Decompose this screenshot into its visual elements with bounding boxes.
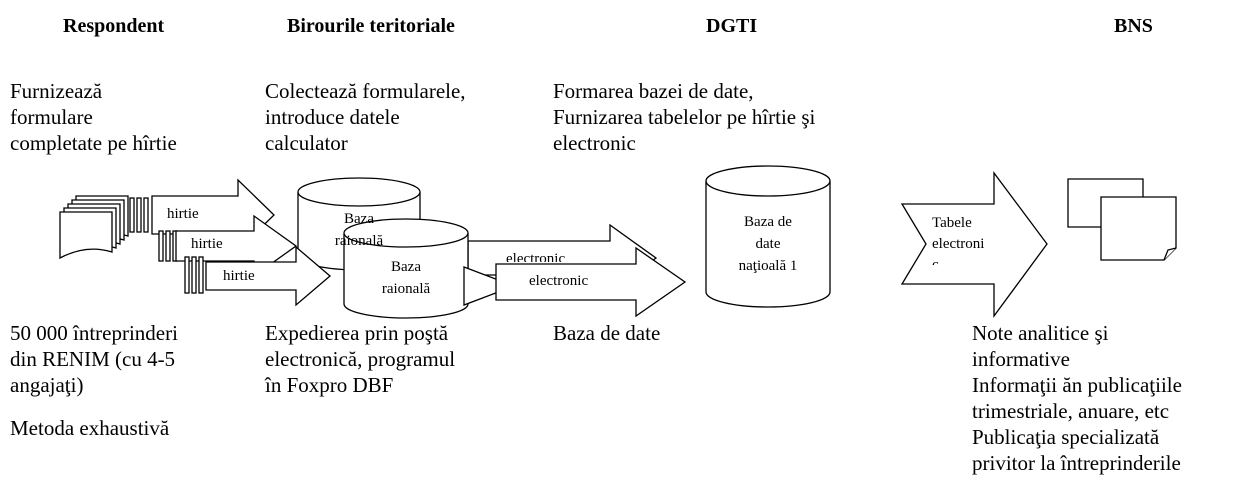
electronic-arrow-1-label: electronic — [506, 251, 566, 262]
respondent-method: Metoda exhaustivă — [10, 416, 170, 440]
respondent-count: 50 000 întreprinderi din RENIM (cu 4-5 a… — [10, 321, 178, 397]
bns-outputs: Note analitice şi informative Informaţii… — [972, 321, 1182, 475]
birouri-shipping: Expedierea prin poştă electronică, progr… — [265, 321, 456, 397]
cylinder-national — [705, 165, 831, 308]
cylinder-back-label: Baza raională — [334, 211, 384, 246]
paper-arrow-2 — [158, 214, 298, 278]
paper-arrow-3 — [184, 245, 332, 307]
birouri-description: Colectează formularele, introduce datele… — [265, 79, 466, 155]
dgti-database: Baza de date — [553, 321, 661, 345]
paper-forms-icon — [59, 195, 129, 260]
header-dgti: DGTI — [706, 15, 758, 37]
header-respondent: Respondent — [63, 15, 165, 37]
paper-arrow-1-label: hirtie — [167, 206, 199, 222]
output-documents-icon — [1067, 178, 1177, 261]
paper-arrow-3-label: hirtie — [223, 268, 255, 284]
dgti-description: Formarea bazei de date, Furnizarea tabel… — [553, 79, 816, 155]
cylinder-raional-front — [343, 218, 469, 319]
cylinder-national-label: Baza de date naţioală 1 — [738, 214, 798, 274]
cylinder-front-label: Baza raională — [381, 259, 431, 297]
tables-arrow-label: Tabele electroni c — [932, 215, 985, 265]
electronic-arrow-2-label: electronic — [529, 273, 589, 289]
header-birouri: Birourile teritoriale — [287, 15, 455, 37]
respondent-description: Furnizează formulare completate pe hîrti… — [10, 79, 177, 155]
tables-arrow — [900, 171, 1048, 318]
electronic-arrow-2 — [463, 246, 687, 318]
header-bns: BNS — [1114, 15, 1153, 37]
paper-arrow-2-label: hirtie — [191, 236, 223, 252]
